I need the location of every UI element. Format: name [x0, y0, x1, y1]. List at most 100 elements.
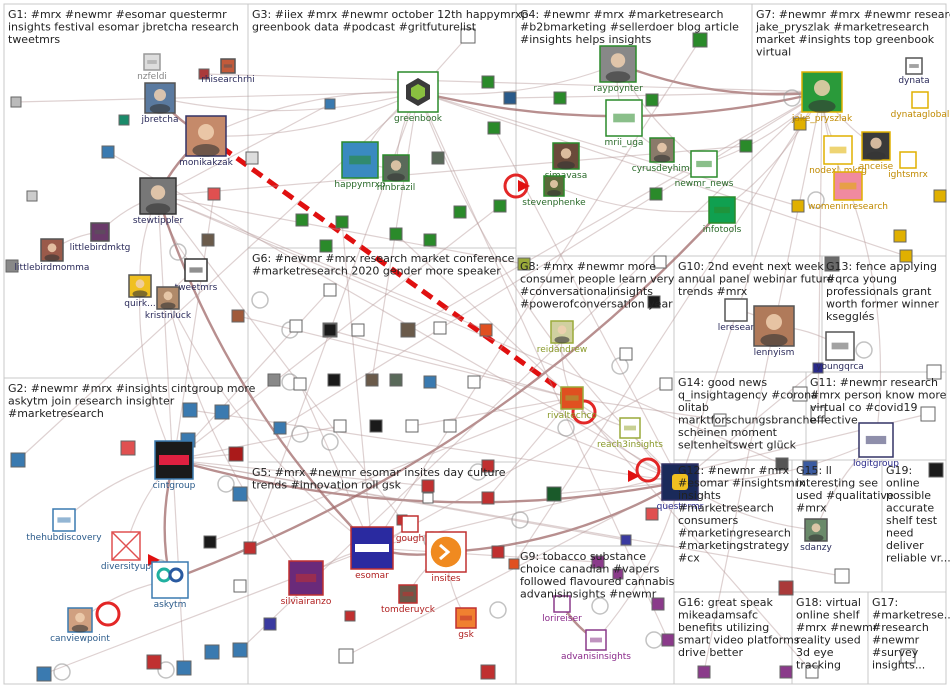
node-cintgroup[interactable]: cintgroup [153, 440, 196, 491]
minor-node [453, 205, 467, 219]
node-newmr_news[interactable]: newmr_news [675, 150, 734, 189]
node-jake_pryszlak[interactable]: jake_pryszlak [791, 71, 853, 124]
minor-node [421, 479, 435, 493]
node-nzfeldi[interactable]: nzfeldi [137, 53, 167, 82]
node-leresear[interactable]: leresear [718, 298, 755, 333]
self-loop [169, 243, 187, 261]
node-rhisearchrhi[interactable]: rhisearchrhi [201, 58, 255, 85]
node-dynataglobal[interactable]: dynataglobal [891, 91, 950, 120]
node-silviairanzo[interactable]: silviairanzo [281, 560, 332, 607]
minor-node-layer [5, 28, 947, 682]
node-label: lorireiser [542, 614, 582, 624]
node-label: littlebirdmomma [15, 263, 90, 273]
node-label: mrii_uga [605, 138, 644, 148]
node-anceise[interactable]: anceise [859, 131, 894, 172]
node-reach3insights[interactable]: reach3insights [597, 417, 663, 450]
node-rivaltechco[interactable]: rivaltechco [547, 386, 597, 421]
node-tweetmrs[interactable]: tweetmrs [175, 258, 218, 293]
group-label-line: reliable vr... [886, 552, 950, 565]
node-questermr[interactable]: questermr [657, 463, 704, 512]
minor-node [232, 486, 248, 502]
node-womeninresearch[interactable]: womeninresearch [808, 171, 888, 212]
edge-kristinluck-silviairanzo [167, 297, 307, 579]
node-canviewpoint[interactable]: canviewpoint [50, 607, 110, 644]
greenbook-hexagon-inner-icon [411, 84, 425, 100]
node-gsk[interactable]: gsk [455, 607, 477, 640]
self-loop [157, 661, 175, 679]
minor-node [659, 377, 673, 391]
node-monikakzak[interactable]: monikakzak [179, 115, 234, 168]
minor-node [263, 617, 277, 631]
edge-minor [189, 409, 681, 483]
group-label-line: online shelf [796, 609, 861, 622]
minor-node [431, 151, 445, 165]
node-littlebirdmomma[interactable]: littlebirdmomma [15, 238, 90, 273]
minor-node [553, 91, 567, 105]
node-lennyism[interactable]: lennyism [753, 305, 795, 358]
node-tomderuyck[interactable]: tomderuyck [381, 584, 436, 615]
edge-questermr-logitgroup [679, 439, 877, 483]
node-advanisinsights[interactable]: advanisinsights [561, 629, 631, 662]
node-label: stewtippler [133, 216, 184, 226]
node-cyrusdeyhimi[interactable]: cyrusdeyhimi [632, 137, 692, 174]
minor-node [10, 452, 26, 468]
node-dynata[interactable]: dynata [898, 57, 930, 86]
node-reidandrew[interactable]: reidandrew [537, 320, 588, 355]
avatar-photo-mark-icon [94, 229, 106, 235]
group-label-line: deliver [886, 539, 924, 552]
node-gough[interactable]: gough [396, 515, 424, 544]
avatar-face-icon [135, 279, 145, 289]
node-logitgroup[interactable]: logitgroup [853, 422, 899, 469]
node-greenbook[interactable]: greenbook [394, 71, 443, 124]
minor-node [928, 462, 944, 478]
group-label-line: #esomar #insightsmrx [678, 477, 806, 490]
node-nodexl_mktg[interactable]: nodexl_mktg [809, 135, 867, 176]
node-insites[interactable]: insites [425, 531, 467, 584]
avatar-shoulders-icon [387, 173, 405, 182]
node-esomar[interactable]: esomar [350, 526, 394, 581]
node-raypoynter[interactable]: raypoynter [593, 45, 643, 94]
node-lorireiser[interactable]: lorireiser [542, 595, 582, 624]
minor-node [467, 375, 481, 389]
node-ninbrazil[interactable]: ninbrazil [377, 154, 416, 193]
minor-node [267, 373, 281, 387]
avatar-face-icon [150, 185, 166, 200]
node-stewtippler[interactable]: stewtippler [133, 177, 184, 226]
podcast-cover-mark-icon [349, 155, 371, 165]
node-label: dynataglobal [891, 110, 950, 120]
group-label-line: #marketresearch 2020 gender more speaker [252, 265, 501, 278]
minor-node [389, 227, 403, 241]
node-infotools[interactable]: infotools [703, 196, 742, 235]
node-jbretcha[interactable]: jbretcha [141, 82, 179, 125]
group-label-line: trends #mrx [678, 285, 748, 298]
node-sdanzy[interactable]: sdanzy [800, 518, 833, 553]
quester-q-icon [672, 474, 688, 490]
edge-minor [107, 151, 681, 483]
node-ightsmrx[interactable]: ightsmrx [888, 151, 929, 180]
node-happymrxp[interactable]: happymrxp [334, 141, 386, 190]
group-label-g17: G17:#marketrese...#research#newmr#survey… [872, 596, 950, 672]
minor-node [791, 199, 805, 213]
node-mrii_uga[interactable]: mrii_uga [605, 99, 644, 148]
node-simavasa[interactable]: simavasa [545, 142, 588, 181]
minor-node [792, 386, 808, 402]
group-label-g3: G3: #iiex #mrx #newmr october 12th happy… [252, 8, 528, 34]
minor-node [481, 459, 495, 473]
node-askytm[interactable]: askytm [151, 561, 189, 610]
node-littlebirdmktg[interactable]: littlebirdmktg [70, 222, 131, 253]
group-label-line: G14: good news [678, 376, 767, 389]
node-quirk[interactable]: quirk... [124, 274, 156, 309]
minor-node [481, 75, 495, 89]
edge-minor [417, 91, 669, 641]
minor-node [333, 419, 347, 433]
group-label-line: choice canadian #vapers [520, 563, 660, 576]
node-stevenphenke[interactable]: stevenphenke [522, 175, 586, 208]
node-thehubdiscovery[interactable]: thehubdiscovery [26, 508, 102, 543]
node-diversityup[interactable]: diversityup [101, 531, 152, 572]
node-kristinluck[interactable]: kristinluck [145, 286, 192, 321]
node-youngqrca[interactable]: youngqrca [816, 331, 864, 372]
